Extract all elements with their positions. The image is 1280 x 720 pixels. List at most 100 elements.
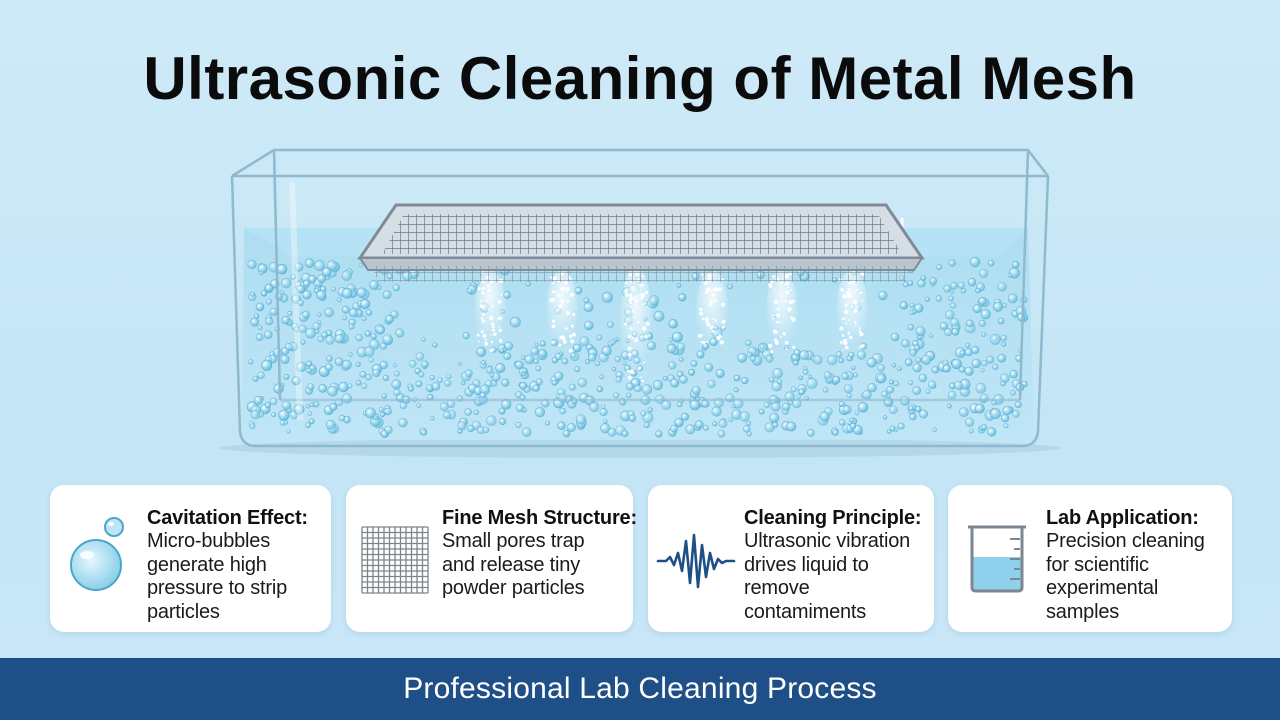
- bubble: [577, 377, 587, 388]
- jet-sparkle: [706, 322, 711, 327]
- jet-sparkle: [847, 293, 852, 298]
- bubble: [486, 415, 497, 427]
- bubble: [338, 381, 349, 393]
- bubble: [942, 364, 951, 373]
- bubble: [341, 359, 352, 370]
- bubble: [432, 342, 438, 348]
- bubble: [967, 277, 977, 287]
- jet-sparkle: [481, 312, 485, 316]
- jet-sparkle: [478, 340, 480, 343]
- bubble: [530, 347, 539, 356]
- bubble: [727, 283, 733, 290]
- jet-sparkle: [768, 343, 773, 348]
- bubble: [704, 362, 714, 372]
- jet-sparkle: [839, 326, 844, 331]
- bubble: [479, 391, 487, 399]
- bubble: [707, 379, 716, 388]
- jet-sparkle: [706, 340, 709, 343]
- jet-sparkle: [782, 332, 786, 336]
- bubble: [691, 385, 701, 395]
- sound-wave-icon: [656, 533, 736, 589]
- jet-sparkle: [626, 369, 630, 373]
- bubble: [322, 267, 332, 277]
- jet-sparkle: [787, 286, 790, 289]
- bubble: [370, 333, 377, 340]
- jet-sparkle: [841, 334, 845, 337]
- jet-sparkle: [572, 332, 576, 337]
- bubble: [296, 284, 306, 294]
- bubble: [321, 331, 328, 339]
- bubble: [610, 339, 616, 346]
- bubble: [685, 424, 696, 435]
- bubble: [384, 425, 393, 434]
- bubble: [802, 366, 808, 371]
- bubble: [515, 403, 525, 413]
- metal-mesh-tray: [357, 203, 925, 282]
- bubble: [901, 339, 910, 348]
- bubble: [554, 371, 564, 381]
- bubble: [695, 420, 704, 429]
- jet-sparkle: [500, 293, 503, 296]
- bubble: [421, 337, 426, 342]
- jet-sparkle: [711, 318, 714, 320]
- bubble: [265, 317, 274, 326]
- jet-sparkle: [490, 340, 493, 343]
- bubble: [611, 366, 617, 372]
- jet-sparkle: [843, 341, 848, 346]
- bubble: [790, 386, 797, 393]
- jet-sparkle: [788, 300, 793, 305]
- jet-sparkle: [843, 317, 846, 320]
- bubble: [678, 356, 684, 362]
- jet-sparkle: [859, 291, 863, 295]
- bubble: [562, 429, 571, 438]
- bubble: [326, 260, 338, 271]
- jet-sparkle: [571, 324, 574, 328]
- bubble: [889, 425, 896, 432]
- jet-sparkle: [847, 318, 850, 321]
- bubble: [628, 414, 637, 422]
- bubble: [878, 290, 888, 301]
- jet-sparkle: [491, 322, 495, 326]
- bubble: [981, 424, 988, 431]
- bubble: [819, 411, 830, 422]
- bubble: [968, 428, 974, 434]
- bubble: [890, 332, 900, 342]
- bubble: [1012, 409, 1020, 418]
- bubble: [972, 304, 982, 314]
- jet-sparkle: [498, 339, 503, 343]
- bubble: [936, 264, 943, 271]
- bubble: [647, 407, 653, 413]
- bubble: [503, 352, 512, 360]
- bubble: [249, 423, 256, 430]
- bubble: [347, 383, 353, 389]
- bubble: [286, 429, 291, 434]
- jet-sparkle: [551, 281, 555, 284]
- page-title: Ultrasonic Cleaning of Metal Mesh: [143, 45, 1137, 112]
- bubble: [745, 339, 752, 347]
- jet-sparkle: [641, 284, 645, 287]
- bubble: [325, 335, 335, 345]
- bubble: [587, 353, 597, 362]
- bubble: [835, 351, 843, 358]
- bubble: [1007, 293, 1018, 304]
- bubble: [980, 309, 991, 320]
- bubble: [248, 359, 254, 365]
- bubble: [521, 355, 526, 361]
- bubble: [733, 387, 739, 393]
- jet-sparkle: [627, 353, 632, 357]
- bubble: [792, 359, 799, 366]
- card-body: Micro-bubbles generate high pressure to …: [147, 530, 287, 623]
- jet-sparkle: [717, 287, 722, 292]
- bubble: [839, 401, 845, 407]
- bubble: [1000, 334, 1008, 342]
- bubble: [296, 361, 307, 373]
- jet-sparkle: [845, 322, 848, 325]
- bubble: [853, 372, 858, 378]
- card-fine-mesh-structure: Fine Mesh Structure: Small pores trap an…: [346, 485, 637, 632]
- bubble: [614, 355, 621, 363]
- jet-sparkle: [476, 333, 480, 337]
- jet-sparkle: [637, 367, 641, 371]
- jet-sparkle: [719, 340, 725, 345]
- bubble: [1010, 389, 1016, 396]
- bubble: [733, 374, 741, 382]
